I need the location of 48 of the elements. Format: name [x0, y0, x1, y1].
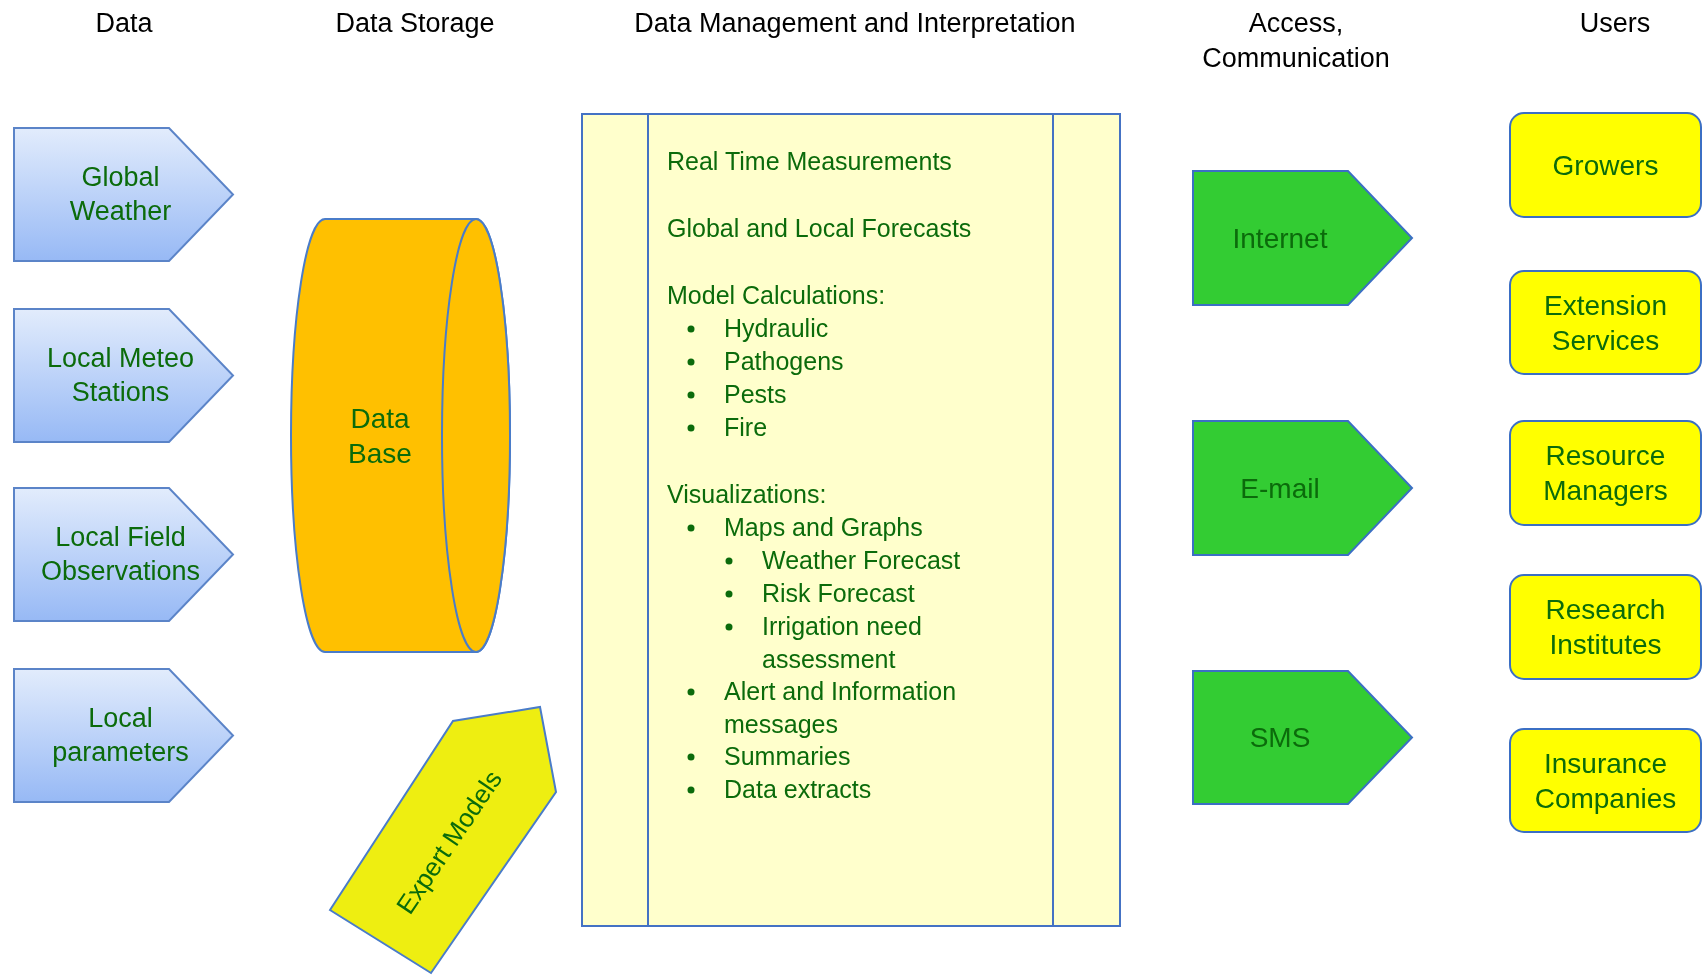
- node-label: E-mail: [1240, 471, 1320, 506]
- channel-pentagon: [1192, 670, 1413, 805]
- channel-pentagon: [1192, 170, 1413, 306]
- list-item: Irrigation need assessment: [762, 611, 923, 675]
- list-item: Alert and Information messages: [724, 676, 958, 740]
- user-box: [1509, 112, 1702, 218]
- node-label: Research Institutes: [1544, 593, 1667, 662]
- list-item: Data extracts: [724, 774, 873, 805]
- list-item: Risk Forecast: [762, 578, 916, 609]
- column-header: Data Management and Interpretation: [633, 7, 1077, 40]
- node-label: Insurance Companies: [1533, 746, 1678, 816]
- node-label: Local Meteo Stations: [45, 341, 196, 409]
- list-item: Summaries: [724, 741, 852, 772]
- list-item: Pests: [724, 379, 788, 410]
- section-heading: Global and Local Forecasts: [667, 213, 973, 244]
- node-label: Extension Services: [1543, 288, 1668, 358]
- data-management-panel: [581, 113, 1121, 927]
- user-box: [1509, 420, 1702, 526]
- user-box: [1509, 728, 1702, 833]
- column-header: Data: [94, 7, 154, 40]
- section-heading: Visualizations:: [667, 479, 828, 510]
- section-heading: Real Time Measurements: [667, 146, 953, 177]
- column-header: Access, Communication: [1201, 7, 1391, 76]
- node-label: Growers: [1552, 148, 1659, 183]
- list-item: Maps and Graphs: [724, 512, 924, 543]
- list-item: Pathogens: [724, 346, 845, 377]
- node-label: Data Base: [347, 401, 413, 471]
- user-box: [1509, 574, 1702, 680]
- column-header: Data Storage: [334, 7, 496, 40]
- section-heading: Model Calculations:: [667, 280, 887, 311]
- data-source-pentagon: [13, 668, 234, 803]
- list-item: Hydraulic: [724, 313, 830, 344]
- column-header: Users: [1578, 7, 1652, 40]
- data-source-pentagon: [13, 308, 234, 443]
- node-label: SMS: [1249, 721, 1311, 755]
- list-item: Fire: [724, 412, 769, 443]
- data-source-pentagon: [13, 487, 234, 622]
- user-box: [1509, 270, 1702, 375]
- node-label: Local Field Observations: [39, 520, 202, 588]
- expert-models-pentagon: [329, 706, 557, 974]
- node-label: Resource Managers: [1542, 439, 1669, 508]
- node-label: Internet: [1232, 221, 1328, 256]
- list-item: Weather Forecast: [762, 545, 962, 576]
- node-label: Local parameters: [51, 701, 190, 769]
- data-source-pentagon: [13, 127, 234, 262]
- database-cylinder: [290, 218, 511, 653]
- channel-pentagon: [1192, 420, 1413, 556]
- node-label: Global Weather: [68, 160, 173, 228]
